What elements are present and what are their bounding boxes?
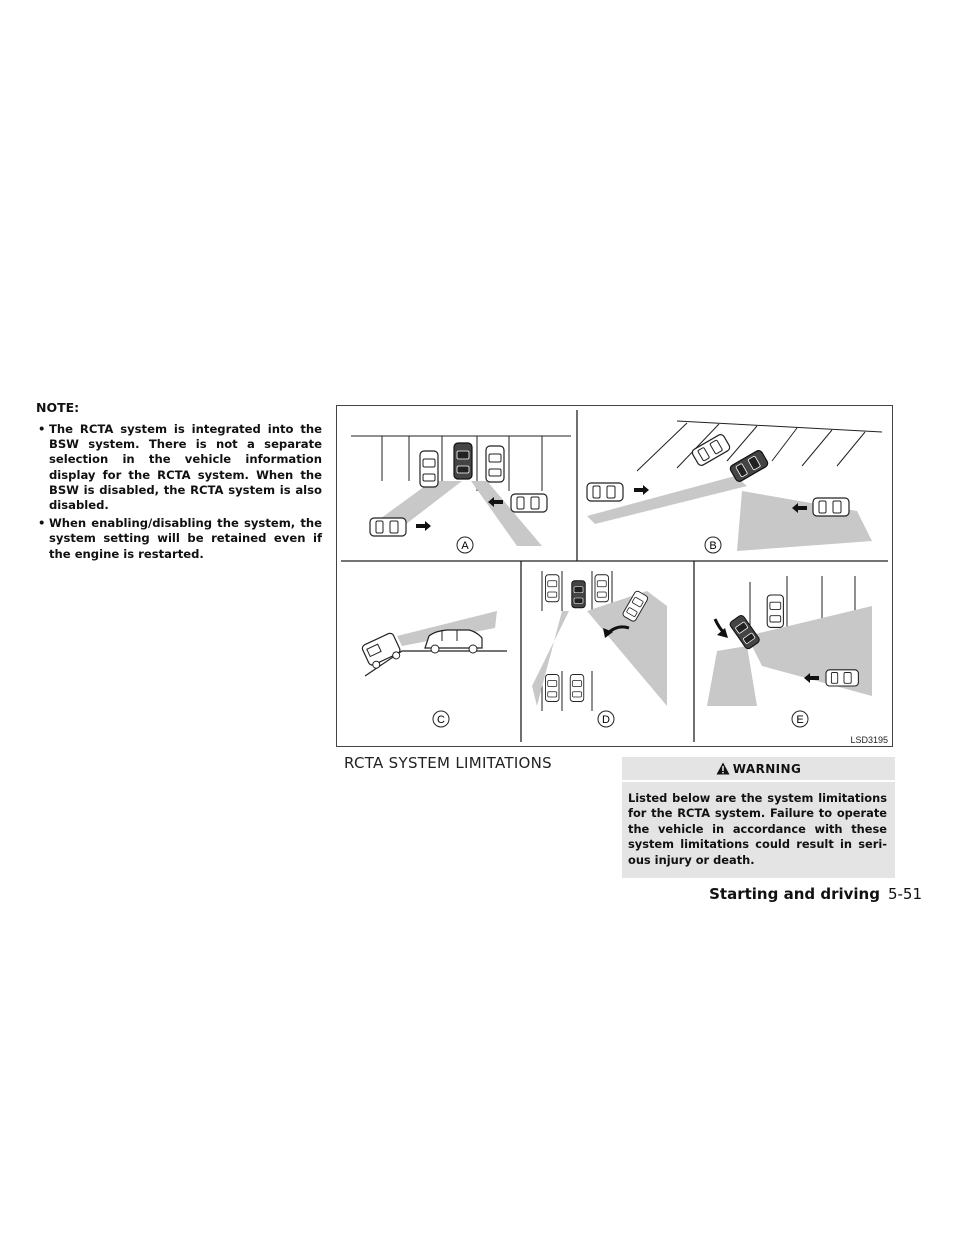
- panel-label-a: A: [456, 536, 474, 554]
- panel-label-d: D: [597, 710, 615, 728]
- panel-b: [586, 420, 883, 551]
- panel-letter-a: A: [461, 540, 469, 552]
- page-footer: Starting and driving 5-51: [709, 885, 922, 903]
- panel-letter-c: C: [437, 714, 445, 726]
- warning-title: WARNING: [732, 761, 802, 776]
- note-bullet: When enabling/disabling the system, the …: [36, 516, 322, 562]
- chapter-title: Starting and driving: [709, 885, 880, 903]
- warning-header: WARNING: [622, 757, 895, 782]
- warning-text: Listed below are the system limitations …: [628, 791, 887, 867]
- panel-label-c: C: [432, 710, 450, 728]
- panel-letter-e: E: [796, 714, 803, 726]
- panel-label-b: B: [704, 536, 722, 554]
- panel-letter-d: D: [602, 714, 610, 726]
- warning-box: WARNING Listed below are the system limi…: [622, 757, 895, 879]
- panel-a: [351, 435, 571, 546]
- panel-label-e: E: [791, 710, 809, 728]
- figure-code: LSD3195: [850, 735, 888, 745]
- note-bullet: The RCTA system is integrated into the B…: [36, 422, 322, 513]
- note-list: The RCTA system is integrated into the B…: [36, 422, 322, 562]
- section-title: RCTA SYSTEM LIMITATIONS: [344, 754, 553, 772]
- panel-e: [707, 576, 872, 706]
- panel-c: [361, 611, 507, 677]
- panel-d: [532, 571, 667, 711]
- warning-triangle-icon: [716, 762, 730, 775]
- page-number: 5-51: [887, 885, 922, 903]
- note-heading: NOTE:: [36, 400, 80, 415]
- note-block: NOTE: The RCTA system is integrated into…: [36, 400, 322, 565]
- rcta-illustration: A B C D E LSD3195: [336, 405, 893, 747]
- panel-letter-b: B: [709, 540, 716, 552]
